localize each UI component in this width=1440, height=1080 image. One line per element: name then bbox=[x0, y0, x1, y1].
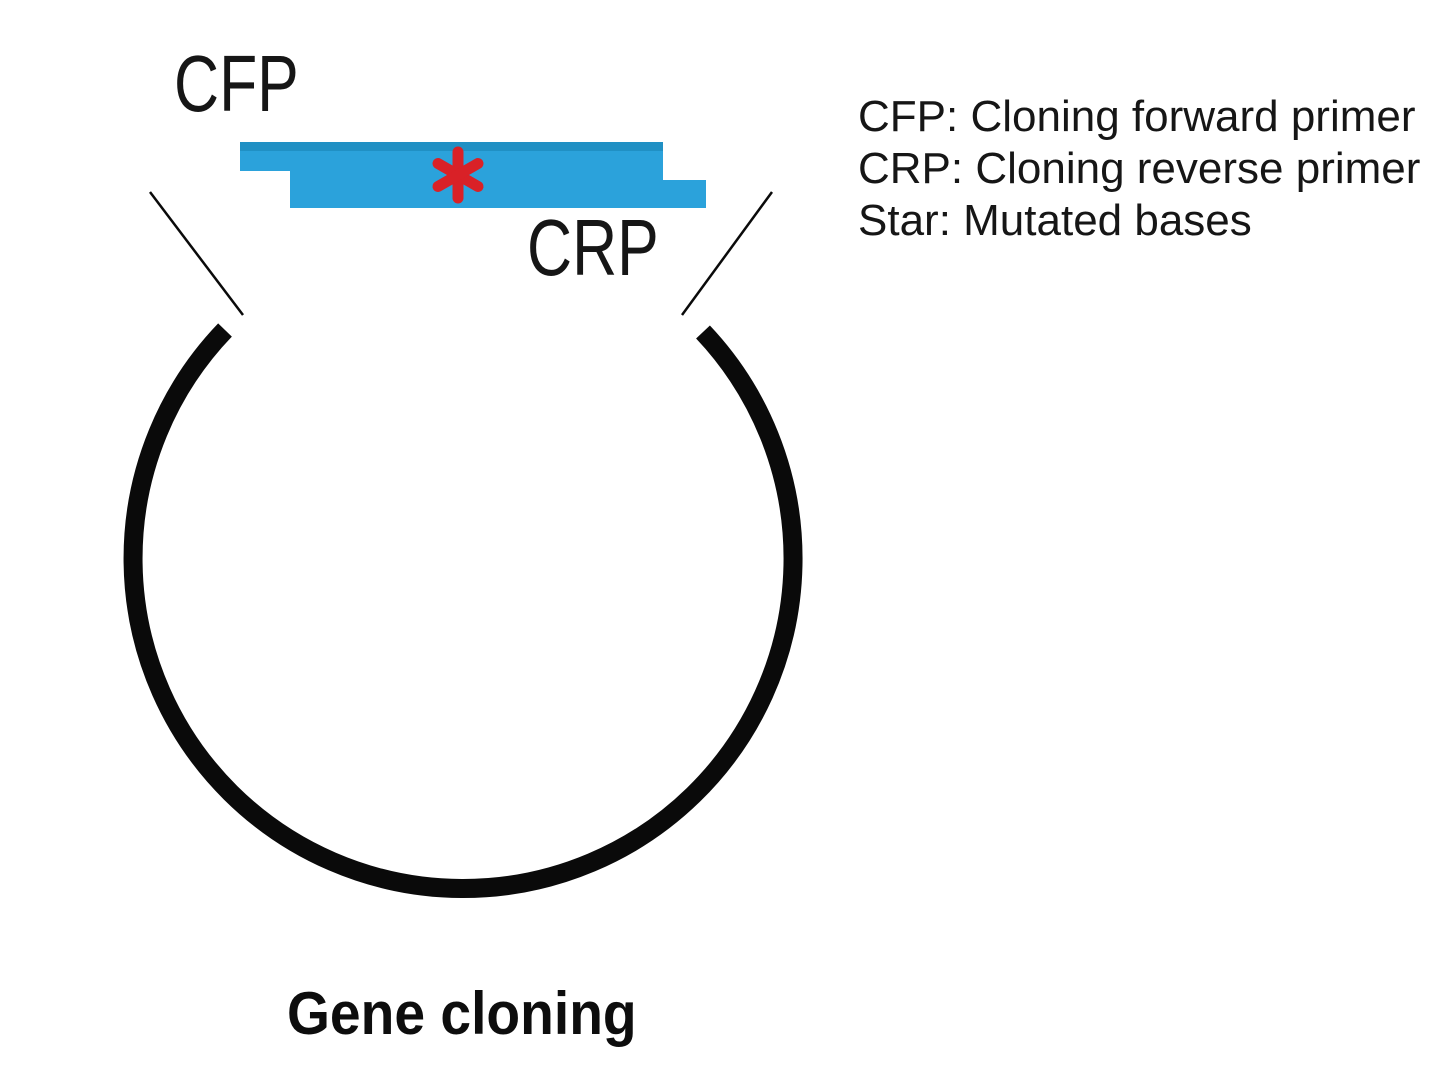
figure-title: Gene cloning bbox=[287, 980, 637, 1047]
mutation-star-icon bbox=[432, 146, 484, 204]
legend: CFP: Cloning forward primer CRP: Cloning… bbox=[858, 91, 1420, 247]
legend-line-crp: CRP: Cloning reverse primer bbox=[858, 144, 1421, 193]
primer-duplex bbox=[240, 142, 706, 208]
connector-line-right-icon bbox=[680, 191, 774, 316]
cfp-label: CFP bbox=[174, 39, 299, 128]
legend-line-cfp: CFP: Cloning forward primer bbox=[858, 92, 1416, 141]
plasmid-circle-icon bbox=[123, 323, 803, 899]
connector-line-left-icon bbox=[149, 191, 244, 316]
connector-lines bbox=[149, 191, 774, 316]
legend-line-star: Star: Mutated bases bbox=[858, 196, 1252, 245]
primer-bars-icon bbox=[240, 142, 706, 208]
crp-label: CRP bbox=[527, 203, 659, 292]
primer-top-edge bbox=[240, 142, 663, 151]
